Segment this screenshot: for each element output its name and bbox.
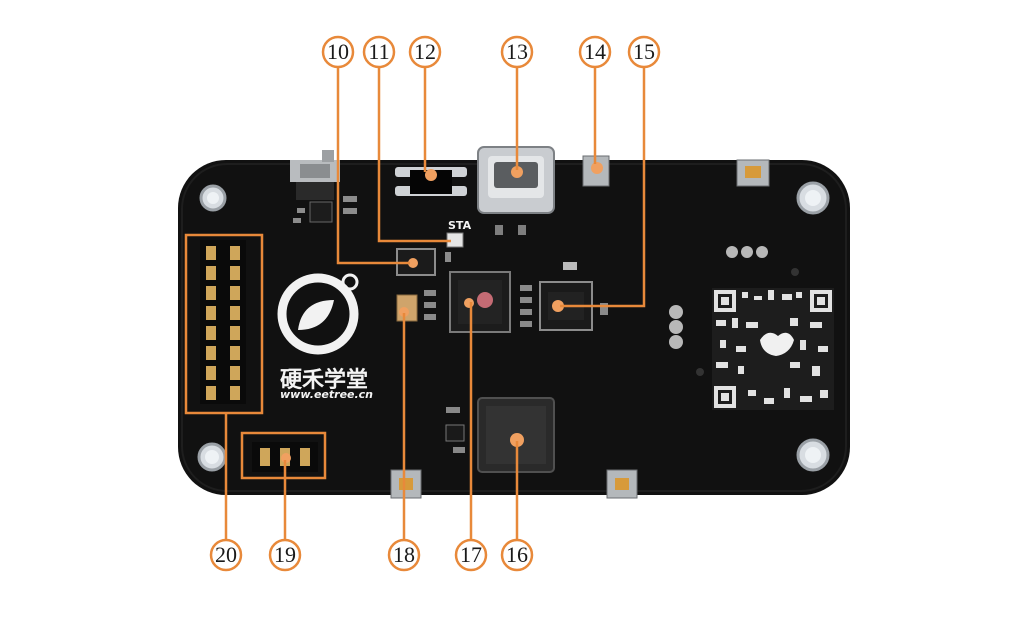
mounting-holes xyxy=(197,181,830,472)
callout-10: 10 xyxy=(327,39,349,64)
logo-mark xyxy=(277,273,359,355)
light-sensor xyxy=(396,294,418,322)
callout-18: 18 xyxy=(393,542,415,567)
callout-11: 11 xyxy=(368,39,390,64)
qr-code xyxy=(712,288,834,410)
highlight-box-19 xyxy=(240,431,327,480)
side-buttons xyxy=(390,155,770,499)
callout-circles xyxy=(209,35,661,572)
callout-13: 13 xyxy=(506,39,528,64)
pcb-board xyxy=(178,160,850,495)
callout-15: 15 xyxy=(633,39,655,64)
pin-header-20 xyxy=(200,240,246,404)
mcu-chip xyxy=(449,271,511,333)
pin-header-19 xyxy=(252,442,318,472)
callout-14: 14 xyxy=(584,39,606,64)
highlight-box-20 xyxy=(184,233,264,415)
brand-logo-text: 硬禾学堂 xyxy=(280,368,369,393)
crystal-component xyxy=(395,167,467,196)
usb-c-connector xyxy=(477,146,555,235)
callout-19: 19 xyxy=(274,542,296,567)
board-silkscreen-label: STA xyxy=(448,219,472,232)
callout-16: 16 xyxy=(506,542,528,567)
callout-12: 12 xyxy=(414,39,436,64)
brand-url-text: www.eetree.cn xyxy=(280,388,374,401)
callout-20: 20 xyxy=(215,542,237,567)
leader-lines xyxy=(224,67,646,540)
slide-switch xyxy=(290,150,340,200)
callout-17: 17 xyxy=(460,542,482,567)
